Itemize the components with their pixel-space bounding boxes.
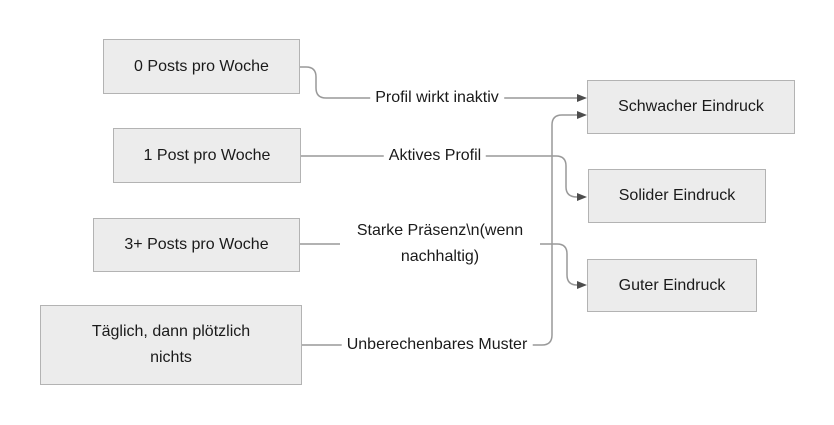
node-0-posts-pro-woche: 0 Posts pro Woche	[103, 39, 300, 94]
edge-taeglich-to-schwacher	[302, 114, 577, 346]
edge-label-line: nachhaltig)	[400, 248, 480, 265]
node-guter-eindruck: Guter Eindruck	[587, 259, 757, 312]
edge-label-starke-praesenz: Starke Präsenz\n(wenn nachhaltig)	[340, 218, 540, 270]
arrowhead-edge-0-posts	[577, 94, 587, 102]
edge-3-posts-to-guter	[300, 243, 578, 286]
edge-1-post-to-solider	[301, 155, 578, 198]
edge-label-line: Starke Präsenz\n(wenn	[356, 222, 524, 239]
node-label: Solider Eindruck	[618, 187, 736, 204]
node-label: Schwacher Eindruck	[618, 98, 764, 115]
node-label: 3+ Posts pro Woche	[124, 236, 269, 253]
node-label: 1 Post pro Woche	[143, 146, 271, 164]
arrowhead-edge-1-post	[577, 193, 587, 201]
edge-label-profil-wirkt-inaktiv: Profil wirkt inaktiv	[370, 85, 504, 111]
node-solider-eindruck: Solider Eindruck	[588, 169, 766, 223]
edge-label-aktives-profil: Aktives Profil	[383, 143, 487, 169]
node-1-post-pro-woche: 1 Post pro Woche	[113, 128, 301, 183]
node-taeglich-dann-ploetzlich-nichts: Täglich, dann plötzlich nichts	[40, 305, 302, 385]
edge-label-unberechenbares-muster: Unberechenbares Muster	[341, 332, 533, 358]
edge-0-posts-to-schwacher	[300, 66, 577, 99]
arrowhead-edge-taeglich	[577, 111, 587, 119]
node-label: 0 Posts pro Woche	[134, 57, 269, 75]
node-3-posts-pro-woche: 3+ Posts pro Woche	[93, 218, 300, 272]
node-label: Täglich, dann plötzlich nichts	[91, 323, 251, 366]
node-schwacher-eindruck: Schwacher Eindruck	[587, 80, 795, 134]
node-label: Guter Eindruck	[618, 276, 726, 294]
arrowhead-edge-3-posts	[577, 281, 587, 289]
